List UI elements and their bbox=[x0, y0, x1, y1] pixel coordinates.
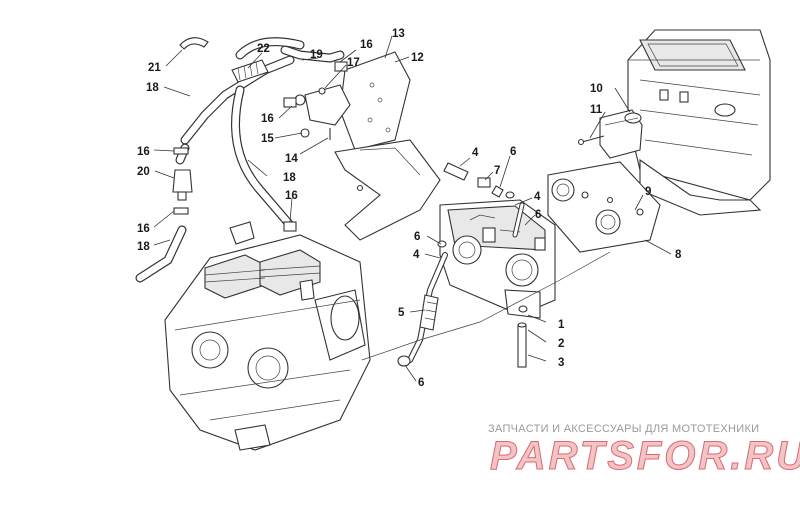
callout-6-b: 6 bbox=[414, 231, 420, 243]
watermark-logo: PARTSFOR.RU bbox=[489, 434, 800, 479]
callout-9: 9 bbox=[645, 186, 651, 198]
watermark-subtitle: ЗАПЧАСТИ И АКСЕССУАРЫ ДЛЯ МОТОТЕХНИКИ bbox=[488, 423, 760, 435]
callout-17: 17 bbox=[347, 57, 360, 69]
ignition-coil bbox=[577, 109, 643, 159]
callout-18-a: 18 bbox=[146, 82, 159, 94]
callout-4-b: 4 bbox=[534, 191, 541, 203]
callout-6-d: 6 bbox=[418, 377, 424, 389]
callout-8: 8 bbox=[675, 249, 682, 261]
air-silencer-box bbox=[627, 29, 771, 216]
callout-15: 15 bbox=[261, 133, 274, 145]
callout-12: 12 bbox=[411, 52, 424, 64]
callout-10: 10 bbox=[590, 83, 603, 95]
fuel-fittings bbox=[397, 162, 528, 368]
callout-2: 2 bbox=[558, 338, 564, 350]
callout-3: 3 bbox=[558, 357, 564, 369]
callout-19: 19 bbox=[310, 49, 323, 61]
callout-14: 14 bbox=[285, 153, 298, 165]
callout-4-c: 4 bbox=[413, 249, 420, 261]
callout-18-b: 18 bbox=[283, 172, 296, 184]
callout-22: 22 bbox=[257, 43, 270, 55]
callout-16-b: 16 bbox=[261, 113, 274, 125]
callout-21: 21 bbox=[148, 62, 161, 74]
callout-6-a: 6 bbox=[510, 146, 516, 158]
callout-1: 1 bbox=[558, 319, 565, 331]
intake-boot bbox=[547, 161, 661, 253]
fuel-pump-bracket bbox=[294, 51, 441, 241]
callout-6-c: 6 bbox=[535, 209, 541, 221]
callout-16-a: 16 bbox=[137, 146, 150, 158]
callout-5: 5 bbox=[398, 307, 405, 319]
callout-7: 7 bbox=[494, 165, 500, 177]
engine bbox=[164, 221, 611, 451]
callout-13: 13 bbox=[392, 28, 405, 40]
callout-16-d: 16 bbox=[285, 190, 298, 202]
fuel-hoses bbox=[135, 37, 348, 283]
leader-lines bbox=[153, 35, 672, 382]
callout-4-a: 4 bbox=[472, 147, 479, 159]
carburetor-assembly bbox=[439, 199, 556, 319]
callout-16-c: 16 bbox=[360, 39, 373, 51]
callout-20: 20 bbox=[137, 166, 150, 178]
callout-11: 11 bbox=[590, 104, 603, 116]
callout-18-c: 18 bbox=[137, 241, 150, 253]
callout-16-e: 16 bbox=[137, 223, 150, 235]
callout-labels: 1 2 3 4 4 4 5 6 6 6 6 7 8 9 10 11 12 13 … bbox=[137, 28, 682, 389]
